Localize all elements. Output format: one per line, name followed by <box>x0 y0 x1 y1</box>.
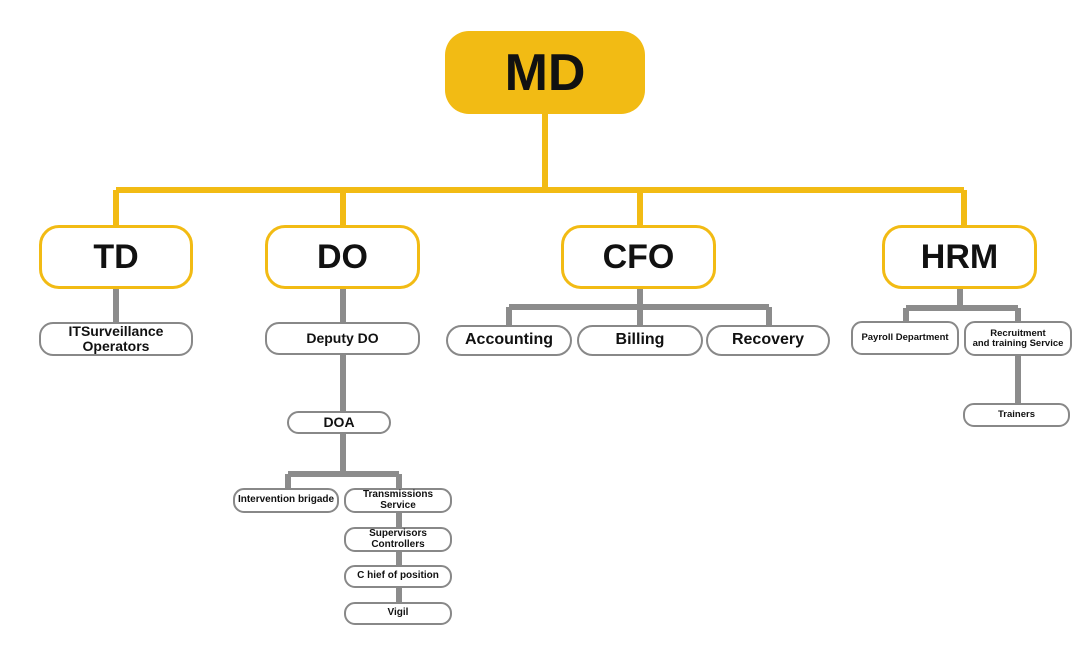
node-supervisors-controllers: Supervisors Controllers <box>344 527 452 552</box>
node-td: TD <box>39 225 193 289</box>
doa-branch-connector <box>285 433 402 490</box>
node-doa: DOA <box>287 411 391 434</box>
md-connector <box>113 113 967 228</box>
node-vigil: Vigil <box>344 602 452 625</box>
node-it-surveillance: ITSurveillance Operators <box>39 322 193 356</box>
node-billing: Billing <box>577 325 703 356</box>
node-recruitment-training: Recruitment and training Service <box>964 321 1072 356</box>
node-recovery: Recovery <box>706 325 830 356</box>
node-payroll-department: Payroll Department <box>851 321 959 355</box>
node-chief-of-position: C hief of position <box>344 565 452 588</box>
node-transmissions-service: Transmissions Service <box>344 488 452 513</box>
node-md: MD <box>445 31 645 114</box>
node-hrm: HRM <box>882 225 1037 289</box>
node-accounting: Accounting <box>446 325 572 356</box>
node-cfo: CFO <box>561 225 716 289</box>
node-trainers: Trainers <box>963 403 1070 427</box>
node-do: DO <box>265 225 420 289</box>
node-intervention-brigade: Intervention brigade <box>233 488 339 513</box>
node-deputy-do: Deputy DO <box>265 322 420 355</box>
cfo-branch-connector <box>506 288 772 326</box>
hrm-branch-connector <box>903 288 1021 322</box>
